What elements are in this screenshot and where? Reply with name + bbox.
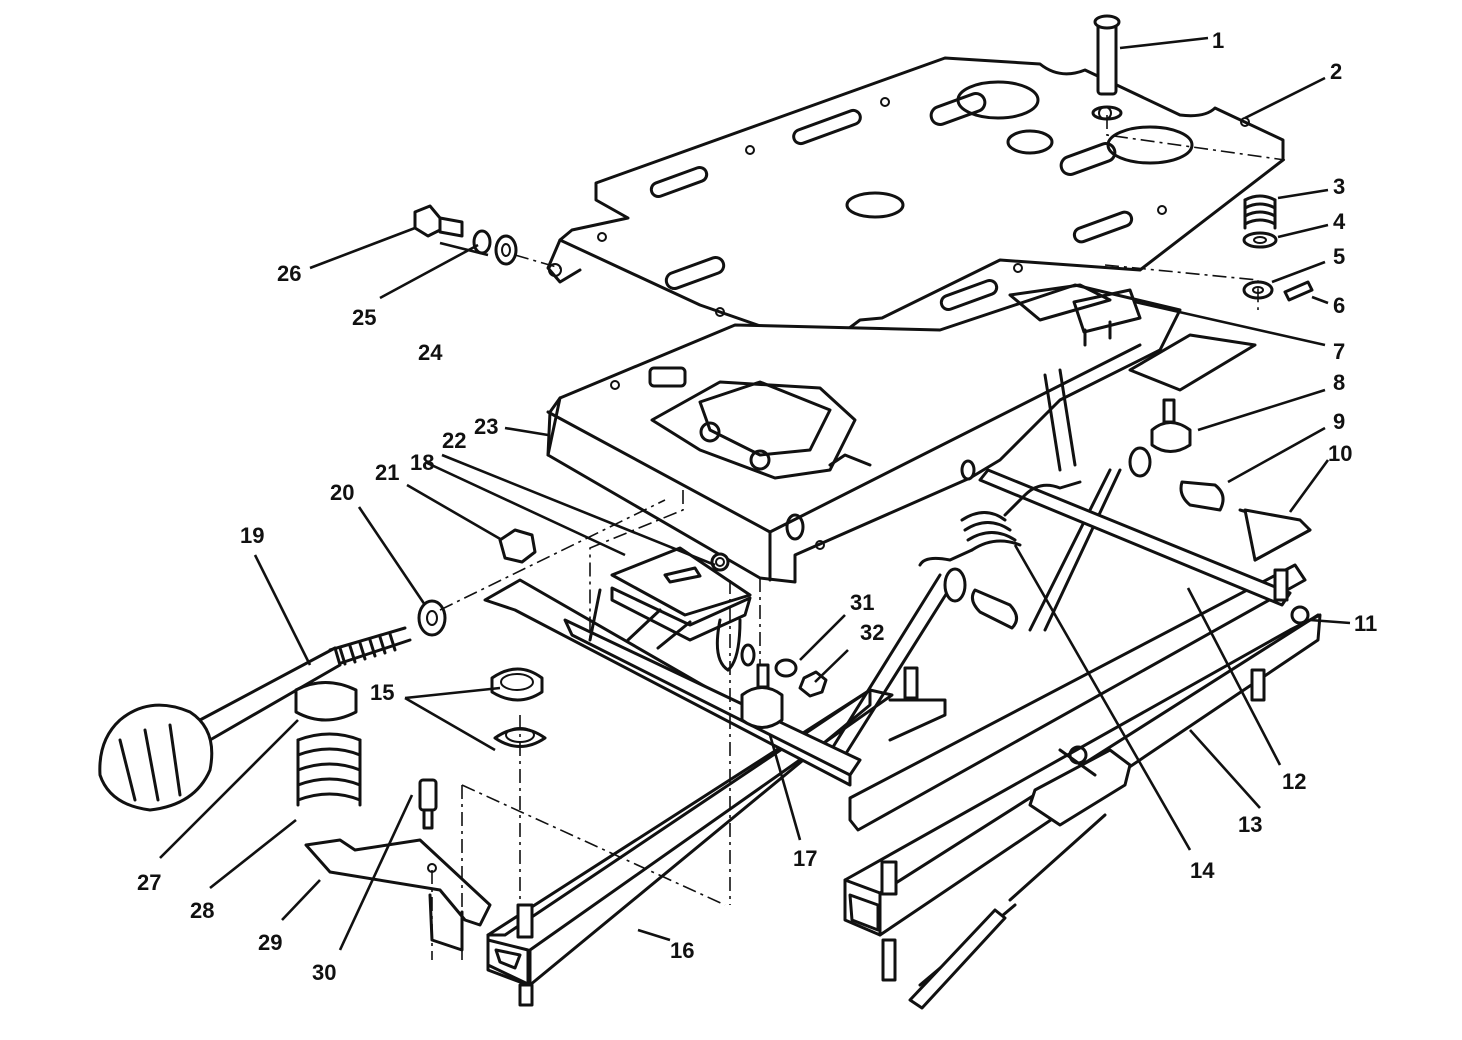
callout-17: 17 [793,846,817,871]
hex-flange-nut [498,528,537,564]
lower-frame [483,368,1322,1010]
adjustment-spring [296,732,362,807]
callout-1: 1 [1212,28,1224,53]
callout-28: 28 [190,898,214,923]
rubber-bumper-upper [1128,398,1192,478]
callout-10: 10 [1328,441,1352,466]
callout-23: 23 [474,414,498,439]
callout-27: 27 [137,870,161,895]
small-coil-spring [1242,194,1278,249]
callout-14: 14 [1190,858,1215,883]
callout-15: 15 [370,680,394,705]
callout-2: 2 [1330,59,1342,84]
callout-24: 24 [418,340,443,365]
suspension-upper-frame [546,283,1257,584]
callout-6: 6 [1333,293,1345,318]
callout-16: 16 [670,938,694,963]
bushings [490,667,547,748]
callout-7: 7 [1333,339,1345,364]
callout-21: 21 [375,460,399,485]
callout-13: 13 [1238,812,1262,837]
knob-spacer-disc [294,681,358,722]
callout-22: 22 [442,428,466,453]
assembly-centerlines [431,115,1286,960]
adjustment-knob-assembly [98,626,412,812]
callout-31: 31 [850,590,874,615]
pivot-pin [1091,14,1123,121]
rubber-bumper-lower [740,663,784,729]
lock-washer [774,658,798,678]
callout-30: 30 [312,960,336,985]
tube-spacer [1179,480,1225,512]
flat-washer [417,599,447,637]
callout-12: 12 [1282,769,1306,794]
callout-19: 19 [240,523,264,548]
callout-labels: 1 2 3 4 5 6 7 8 9 10 11 12 13 14 15 16 1… [137,28,1377,985]
callout-20: 20 [330,480,354,505]
latch-plate [304,778,492,952]
callout-8: 8 [1333,370,1345,395]
callout-25: 25 [352,305,376,330]
callout-5: 5 [1333,244,1345,269]
callout-leaders [159,36,1351,951]
callout-11: 11 [1354,611,1377,636]
washer-and-roll-pin [1242,280,1314,302]
callout-4: 4 [1333,209,1346,234]
callout-3: 3 [1333,174,1345,199]
callout-26: 26 [277,261,301,286]
shoulder-bolt-assembly [413,204,518,266]
callout-18: 18 [410,450,434,475]
callout-9: 9 [1333,409,1345,434]
suspension-coil-spring [918,459,1082,630]
callout-29: 29 [258,930,282,955]
callout-32: 32 [860,620,884,645]
